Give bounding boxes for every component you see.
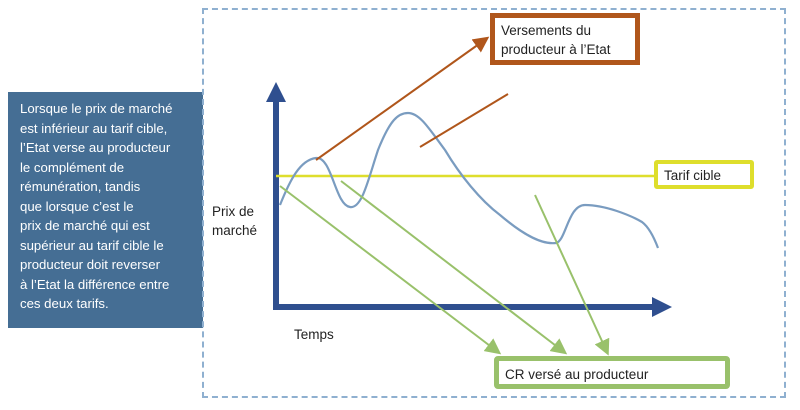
x-axis-arrow-icon: [652, 297, 672, 317]
explanation-line: à l’Etat la différence entre: [20, 276, 170, 292]
price-curve: [278, 111, 660, 249]
explanation-line: ces deux tarifs.: [20, 296, 109, 311]
cr-callout: CR versé au producteur: [494, 356, 730, 389]
versements-callout: Versements du producteur à l’Etat: [490, 13, 640, 65]
y-axis-label-line: Prix de: [212, 204, 255, 219]
versements-line: [419, 93, 509, 148]
explanation-line: producteur doit reverser: [20, 257, 161, 272]
x-axis-label: Temps: [294, 327, 334, 342]
versements-arrow: [315, 36, 490, 161]
cr-arrow-1: [279, 185, 502, 355]
explanation-line: Lorsque le prix de marché: [20, 101, 173, 116]
explanation-line: rémunération, tandis: [20, 179, 141, 194]
explanation-line: que lorsque c’est le: [20, 198, 134, 214]
explanation-line: est inférieur au tarif cible,: [20, 120, 168, 136]
y-axis-label-line: marché: [212, 223, 258, 238]
explanation-line: prix de marché qui est: [20, 218, 150, 233]
cr-arrow-2: [340, 180, 568, 355]
tarif-cible-callout: Tarif cible: [654, 160, 754, 189]
explanation-line: le complément de: [20, 159, 125, 175]
diagram-frame: [202, 8, 786, 398]
explanation-line: supérieur au tarif cible le: [20, 237, 164, 253]
versements-line-2: producteur à l’Etat: [501, 42, 611, 57]
versements-line-1: Versements du: [501, 23, 592, 38]
axes: [266, 82, 672, 317]
cr-arrow-3: [534, 194, 610, 356]
y-axis-arrow-icon: [266, 82, 286, 102]
y-axis-label: Prix de marché: [212, 202, 257, 240]
explanation-line: l’Etat verse au producteur: [20, 140, 171, 155]
explanation-box: Lorsque le prix de marché est inférieur …: [8, 92, 203, 328]
